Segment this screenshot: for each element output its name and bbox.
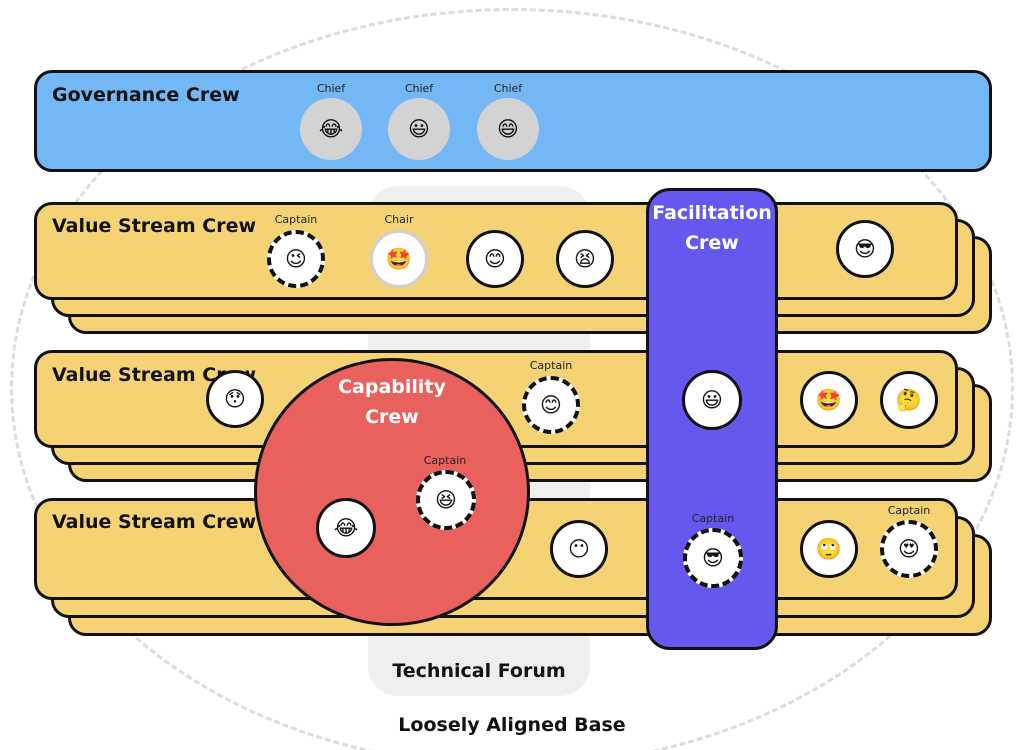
member-avatar[interactable]: 😎 [836, 220, 894, 278]
member-avatar[interactable]: 🤩 [370, 230, 428, 288]
capability-crew-title: Capability Crew [312, 372, 472, 432]
facilitation-crew-title-line-1: Facilitation [652, 202, 772, 224]
value-stream-crew-1-title: Value Stream Crew [52, 215, 257, 237]
member-avatar[interactable]: 😆 [416, 470, 476, 530]
member-avatar[interactable]: 😶 [550, 520, 608, 578]
member-role-label: Captain [529, 359, 573, 372]
capability-crew-title-line-1: Capability [338, 376, 446, 398]
member-role-label: Captain [423, 454, 467, 467]
capability-crew-circle [254, 358, 530, 626]
value-stream-crew-3-title: Value Stream Crew [52, 511, 257, 533]
loosely-aligned-base-label: Loosely Aligned Base [398, 714, 626, 736]
member-avatar[interactable]: 🤩 [800, 371, 858, 429]
member-role-label: Chief [316, 82, 346, 95]
member-avatar[interactable]: 😊 [522, 376, 580, 434]
member-avatar[interactable]: 😂 [316, 498, 376, 558]
member-avatar[interactable]: 😍 [880, 520, 938, 578]
member-avatar[interactable]: 😃 [388, 98, 450, 160]
member-avatar[interactable]: 😉 [267, 230, 325, 288]
member-role-label: Captain [691, 512, 735, 525]
governance-crew-title: Governance Crew [52, 84, 240, 106]
member-avatar[interactable]: 😂 [300, 98, 362, 160]
member-avatar[interactable]: 😫 [556, 230, 614, 288]
member-avatar[interactable]: 🤔 [880, 371, 938, 429]
facilitation-crew-title: Facilitation Crew [646, 198, 778, 258]
member-avatar[interactable]: 😃 [682, 370, 742, 430]
member-avatar[interactable]: 😊 [466, 230, 524, 288]
member-role-label: Chair [384, 213, 414, 226]
member-avatar[interactable]: 😯 [206, 370, 264, 428]
member-role-label: Captain [274, 213, 318, 226]
value-stream-crew-2-title: Value Stream Crew [52, 364, 257, 386]
member-avatar[interactable]: 😄 [477, 98, 539, 160]
member-avatar[interactable]: 😎 [683, 528, 743, 588]
facilitation-crew-title-line-2: Crew [685, 232, 739, 254]
technical-forum-label: Technical Forum [392, 660, 566, 682]
member-avatar[interactable]: 🙄 [800, 520, 858, 578]
member-role-label: Chief [404, 82, 434, 95]
capability-crew-title-line-2: Crew [365, 406, 419, 428]
member-role-label: Chief [493, 82, 523, 95]
member-role-label: Captain [887, 504, 931, 517]
loosely-aligned-base-boundary [10, 8, 1014, 750]
